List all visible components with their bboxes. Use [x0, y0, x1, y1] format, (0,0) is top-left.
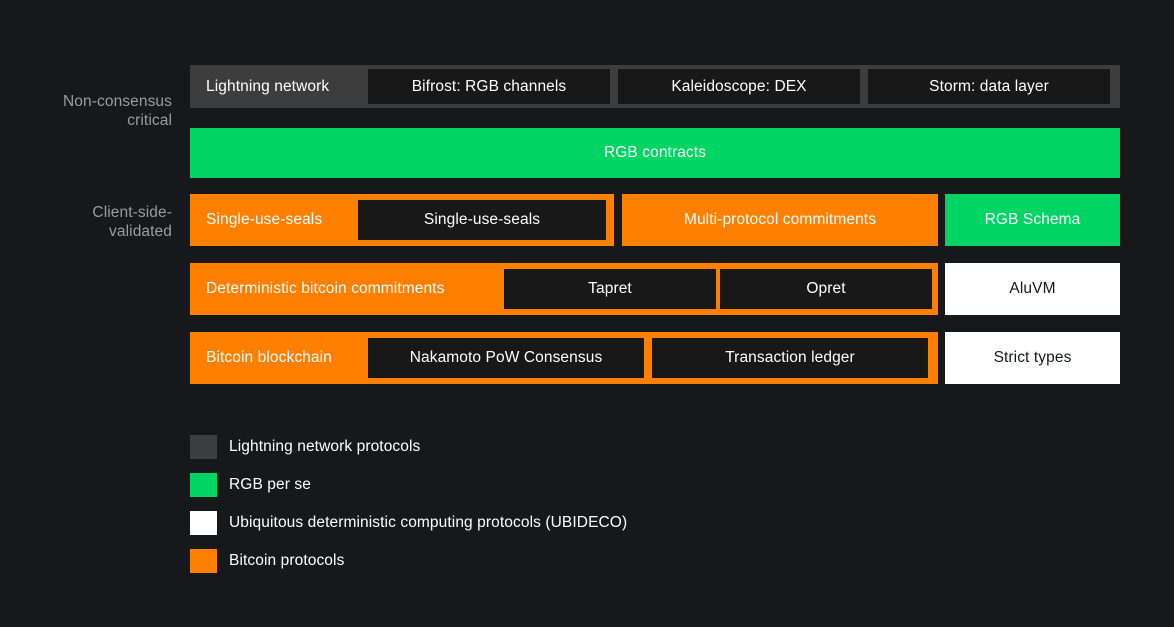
legend-item-rgb-per-se: RGB per se	[190, 466, 627, 504]
legend-label: Bitcoin protocols	[229, 552, 345, 569]
lightning-network-band[interactable]: Lightning network Bifrost: RGB channels …	[190, 65, 1120, 108]
aluvm-band[interactable]: AluVM	[945, 263, 1120, 315]
multi-protocol-commitments-band[interactable]: Multi-protocol commitments	[622, 194, 938, 246]
legend-item-lightning-network-protocols: Lightning network protocols	[190, 428, 627, 466]
legend: Lightning network protocols RGB per se U…	[190, 428, 627, 580]
strict-types-band[interactable]: Strict types	[945, 332, 1120, 384]
deterministic-bitcoin-commitments-title: Deterministic bitcoin commitments	[206, 280, 445, 297]
legend-swatch-lightning-grey	[190, 435, 217, 459]
row-group-label-non-consensus-critical: Non-consensus critical	[22, 92, 172, 130]
row-group-label-line-2: critical	[127, 112, 172, 129]
legend-item-bitcoin-protocols: Bitcoin protocols	[190, 542, 627, 580]
bitcoin-blockchain-title: Bitcoin blockchain	[206, 349, 332, 366]
chip-storm-data-layer[interactable]: Storm: data layer	[868, 69, 1110, 104]
rgb-contracts-title: RGB contracts	[603, 144, 707, 161]
legend-swatch-bitcoin-orange	[190, 549, 217, 573]
single-use-seals-band[interactable]: Single-use-seals Single-use-seals	[190, 194, 614, 246]
chip-kaleidoscope-dex[interactable]: Kaleidoscope: DEX	[618, 69, 860, 104]
legend-item-ubideco-protocols: Ubiquitous deterministic computing proto…	[190, 504, 627, 542]
lightning-network-title: Lightning network	[206, 77, 330, 95]
chip-bifrost-rgb-channels[interactable]: Bifrost: RGB channels	[368, 69, 610, 104]
strict-types-title: Strict types	[993, 349, 1072, 366]
single-use-seals-title: Single-use-seals	[206, 211, 323, 228]
chip-tapret[interactable]: Tapret	[504, 269, 716, 309]
rgb-contracts-band[interactable]: RGB contracts	[190, 128, 1120, 178]
legend-label: Lightning network protocols	[229, 438, 421, 455]
rgb-schema-band[interactable]: RGB Schema	[945, 194, 1120, 246]
row-group-label-line-1: Non-consensus	[63, 93, 172, 110]
row-group-label-line-1: Client-side-	[92, 204, 172, 221]
multi-protocol-commitments-title: Multi-protocol commitments	[683, 211, 877, 228]
chip-opret[interactable]: Opret	[720, 269, 932, 309]
bitcoin-blockchain-band[interactable]: Bitcoin blockchain Nakamoto PoW Consensu…	[190, 332, 938, 384]
legend-label: RGB per se	[229, 476, 311, 493]
aluvm-title: AluVM	[1009, 280, 1056, 297]
row-group-label-line-2: validated	[109, 223, 172, 240]
rgb-schema-title: RGB Schema	[984, 211, 1081, 228]
legend-swatch-ubideco-white	[190, 511, 217, 535]
deterministic-bitcoin-commitments-band[interactable]: Deterministic bitcoin commitments Tapret…	[190, 263, 938, 315]
legend-label: Ubiquitous deterministic computing proto…	[229, 514, 628, 531]
legend-swatch-rgb-green	[190, 473, 217, 497]
chip-single-use-seals[interactable]: Single-use-seals	[358, 200, 606, 240]
chip-nakamoto-pow-consensus[interactable]: Nakamoto PoW Consensus	[368, 338, 644, 378]
chip-transaction-ledger[interactable]: Transaction ledger	[652, 338, 928, 378]
row-group-label-client-side-validated: Client-side- validated	[22, 203, 172, 241]
